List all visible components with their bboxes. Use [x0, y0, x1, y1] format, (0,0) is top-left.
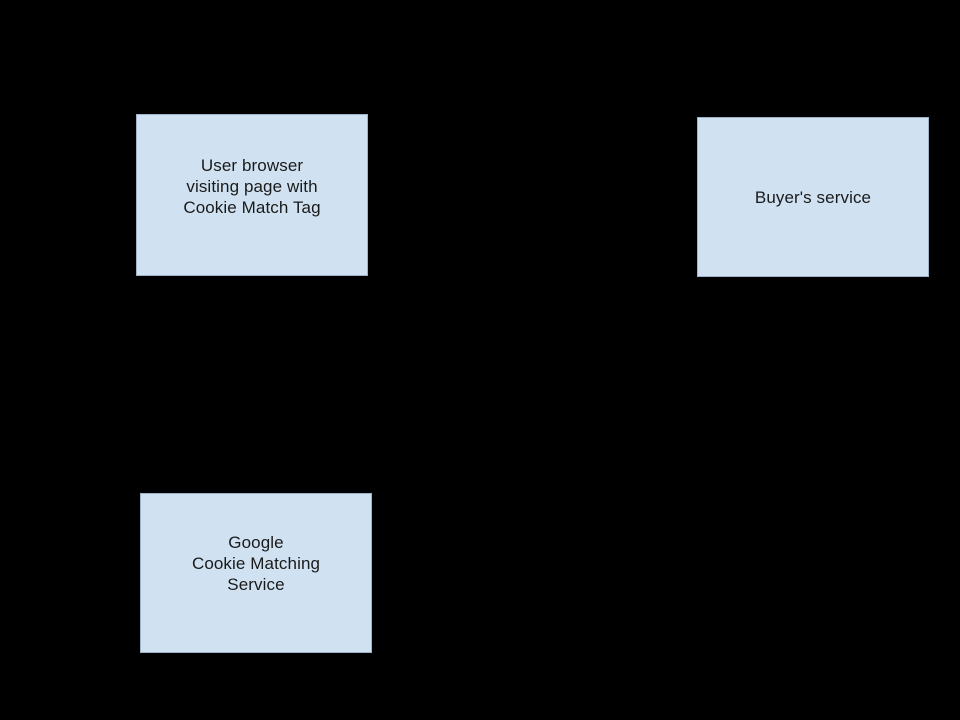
diagram-node-user-browser[interactable]: User browser visiting page with Cookie M…: [136, 114, 368, 276]
diagram-node-google-cookie-matching-service[interactable]: Google Cookie Matching Service: [140, 493, 372, 653]
diagram-node-buyer-service[interactable]: Buyer's service: [697, 117, 929, 277]
diagram-node-google-cookie-matching-service-label: Google Cookie Matching Service: [191, 532, 321, 594]
diagram-node-buyer-service-label: Buyer's service: [754, 187, 872, 207]
diagram-node-user-browser-label: User browser visiting page with Cookie M…: [183, 155, 321, 217]
